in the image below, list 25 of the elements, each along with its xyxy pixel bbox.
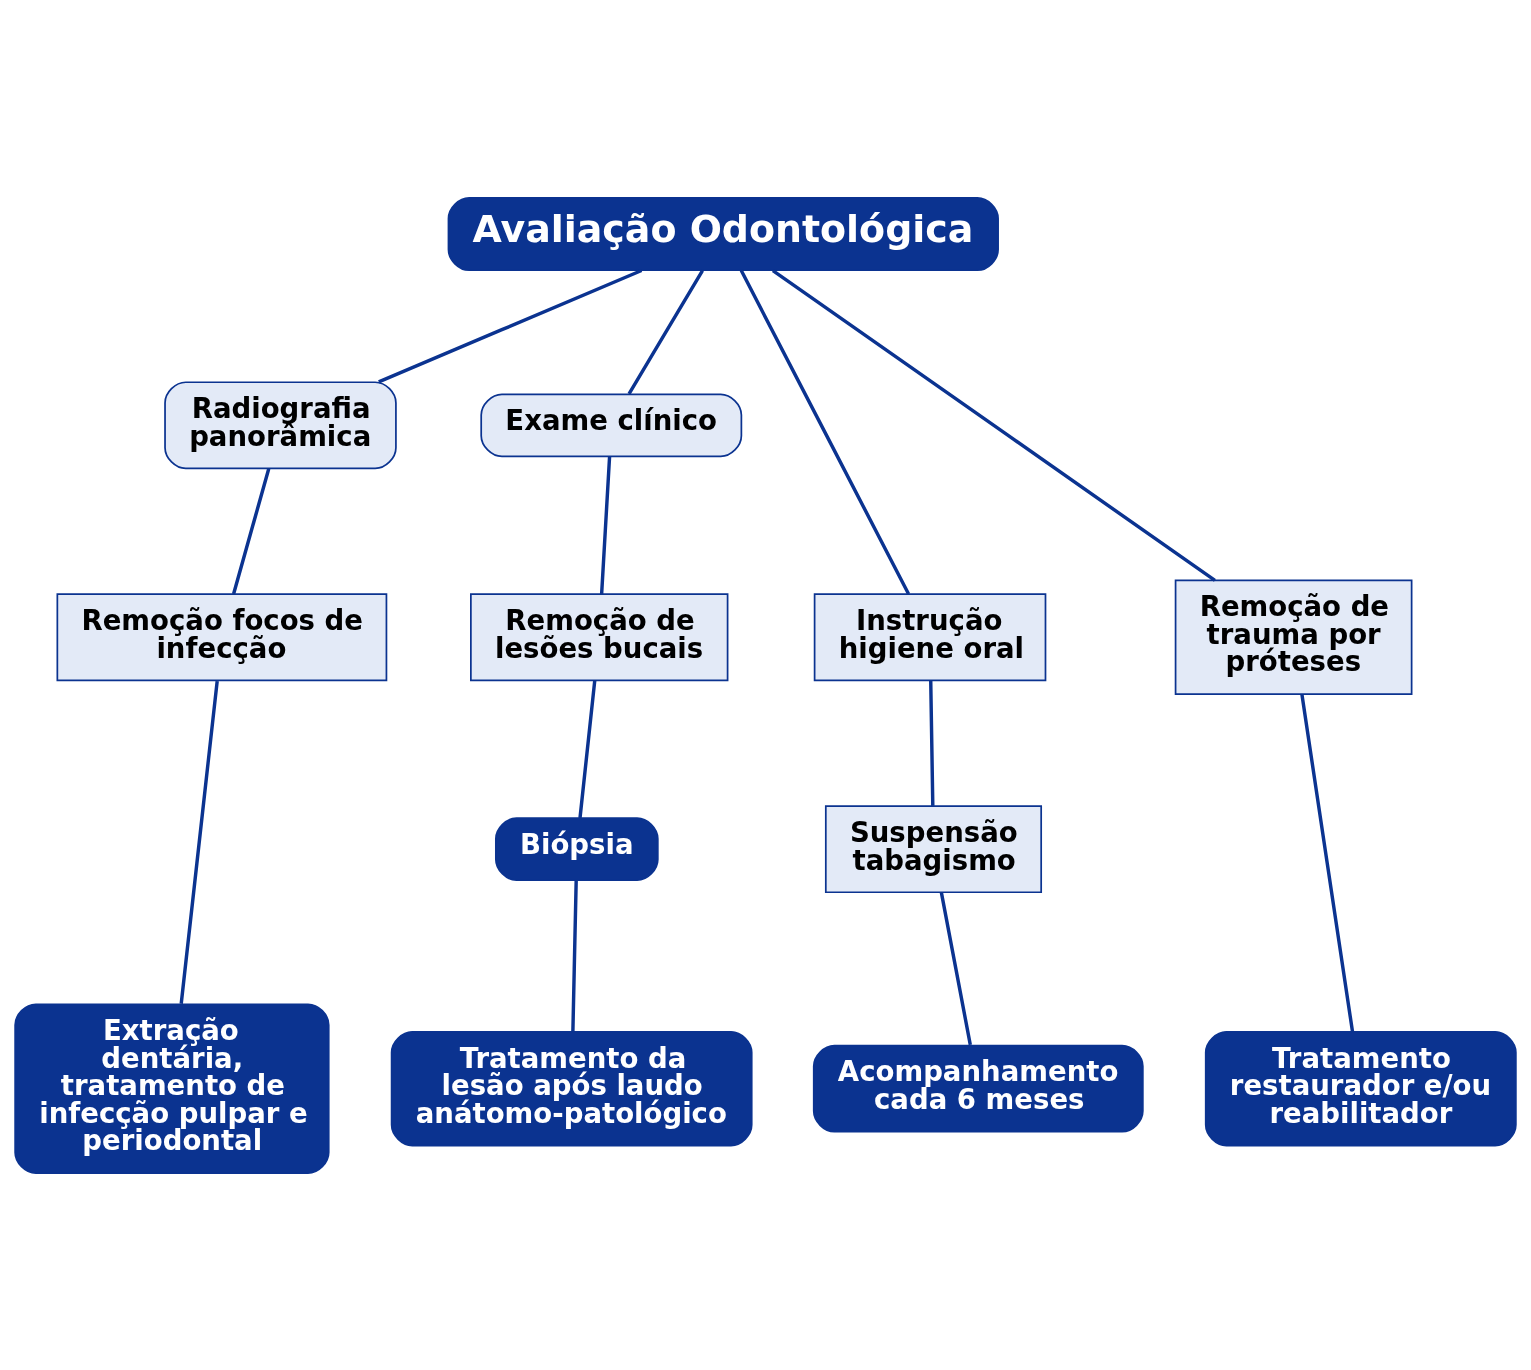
node-box: Extração dentária, tratamento de infecção pulpar e periodontal xyxy=(14,1002,330,1174)
node-box: Remoção de lesões bucais xyxy=(470,592,729,681)
node-box: Avaliação Odontológica xyxy=(447,196,999,271)
node-box: Tratamento restaurador e/ou reabilitador xyxy=(1204,1030,1517,1146)
node-box: Remoção de trauma por próteses xyxy=(1174,579,1413,695)
node-box: Biópsia xyxy=(495,816,659,881)
node-box: Acompanhamento cada 6 meses xyxy=(812,1044,1144,1133)
connector xyxy=(1300,693,1355,1032)
connector xyxy=(578,680,597,818)
connector xyxy=(939,891,972,1045)
connector xyxy=(929,680,935,806)
connector xyxy=(231,467,271,594)
node-box: Suspensão tabagismo xyxy=(824,804,1043,893)
node-box: Instrução higiene oral xyxy=(813,592,1047,681)
connector xyxy=(378,268,643,383)
connector xyxy=(599,455,612,594)
node-box: Remoção focos de infecção xyxy=(56,592,388,681)
connector xyxy=(627,269,704,395)
connector xyxy=(571,879,578,1031)
node-box: Radiografia panorâmica xyxy=(164,380,397,469)
node-box: Tratamento da lesão após laudo anátomo-patológico xyxy=(390,1030,753,1146)
node-box: Exame clínico xyxy=(480,392,743,457)
connector xyxy=(179,680,219,1004)
connector xyxy=(771,268,1216,582)
connector xyxy=(739,269,911,595)
